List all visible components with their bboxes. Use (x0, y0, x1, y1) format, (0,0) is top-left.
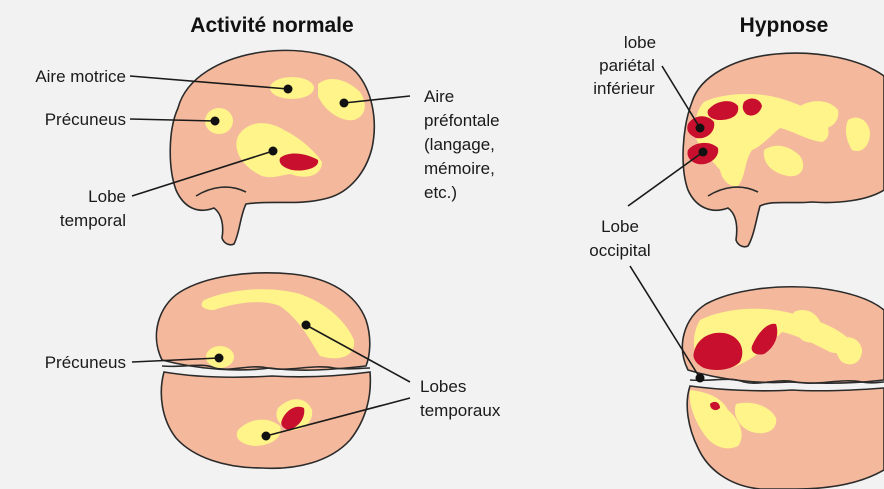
dot-parietal (696, 124, 705, 133)
label-temporal-line2: temporal (60, 211, 126, 230)
brain-hypnosis-side (683, 53, 884, 247)
label-temporal-line1: Lobe (88, 187, 126, 206)
label-occipital-line1: Lobe (601, 217, 639, 236)
label-precuneus-top: Précuneus (45, 110, 126, 129)
label-prefrontal-line5: etc.) (424, 183, 457, 202)
title-hypnosis: Hypnose (740, 14, 829, 37)
dot-precuneus-top (211, 117, 220, 126)
label-parietal-line2: pariétal (599, 56, 655, 75)
dot-temporal-lobes-a (302, 321, 311, 330)
label-precuneus-bottom: Précuneus (45, 353, 126, 372)
label-parietal-line3: inférieur (593, 79, 655, 98)
label-prefrontal-line1: Aire (424, 87, 454, 106)
label-motor-area: Aire motrice (35, 67, 126, 86)
dot-temporal (269, 147, 278, 156)
dot-precuneus-bottom (215, 354, 224, 363)
label-parietal-line1: lobe (624, 33, 656, 52)
dot-occipital-side (699, 148, 708, 157)
label-occipital-line2: occipital (589, 241, 650, 260)
brain-hypnosis-top (682, 287, 884, 489)
dot-motor (284, 85, 293, 94)
label-temporal-lobes-line1: Lobes (420, 377, 466, 396)
dot-occipital-top (696, 374, 705, 383)
dot-temporal-lobes-b (262, 432, 271, 441)
label-prefrontal-line3: (langage, (424, 135, 495, 154)
dot-prefrontal (340, 99, 349, 108)
label-prefrontal-line2: préfontale (424, 111, 500, 130)
label-temporal-lobes-line2: temporaux (420, 401, 501, 420)
label-prefrontal-line4: mémoire, (424, 159, 495, 178)
title-normal: Activité normale (190, 14, 353, 37)
